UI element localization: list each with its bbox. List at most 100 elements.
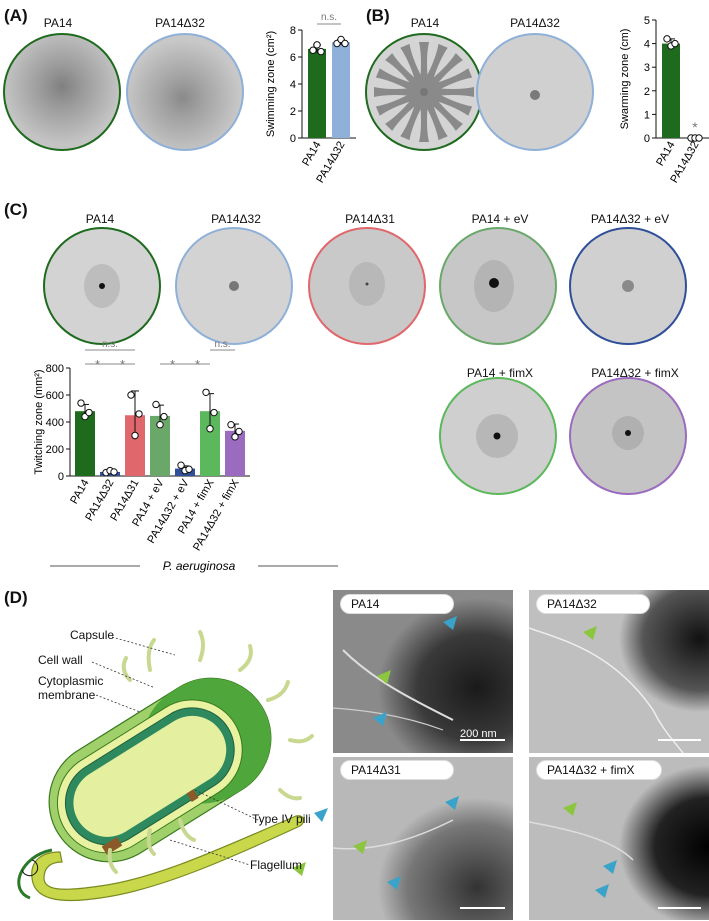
pili-arrow-icon <box>314 808 328 822</box>
panel-b-plates <box>365 33 594 151</box>
data-point <box>177 461 185 469</box>
panel-d-label: (D) <box>4 588 28 607</box>
y-tick-label: 3 <box>644 62 650 74</box>
species-label: P. aeruginosa <box>163 559 236 573</box>
data-point <box>202 388 210 396</box>
sig-label: n.s. <box>214 339 230 350</box>
y-axis-label: Swimming zone (cm²) <box>265 31 277 137</box>
data-point <box>131 431 139 440</box>
label-flagellum: Flagellum <box>250 858 303 872</box>
panel-a-plates <box>3 33 244 151</box>
bar <box>332 42 350 138</box>
y-tick-label: 8 <box>290 25 296 37</box>
bar <box>308 48 326 138</box>
x-tick-label: PA14 <box>654 140 677 169</box>
em-label-pa14: PA14 <box>340 594 454 614</box>
plate-label-a-d32: PA14Δ32 <box>155 16 205 30</box>
data-point <box>313 41 321 49</box>
plate-label-c-6: PA14 + fimX <box>466 366 534 380</box>
plate-label-a-pa14: PA14 <box>43 16 73 30</box>
x-tick-label: PA14 <box>68 478 91 507</box>
panel-c-label: (C) <box>4 200 28 219</box>
bar <box>662 43 680 138</box>
x-tick-label: PA14 <box>300 140 323 169</box>
sig-label: n.s. <box>102 339 118 350</box>
y-tick-label: 6 <box>290 52 296 64</box>
y-tick-label: 0 <box>644 133 650 145</box>
y-tick-label: 0 <box>58 471 64 483</box>
flagellum-shape <box>31 815 305 902</box>
sig-label: * <box>170 357 175 372</box>
data-point <box>309 46 317 54</box>
plate-label-c-2: PA14Δ32 <box>211 212 261 226</box>
data-point <box>231 433 239 441</box>
plate-label-c-3: PA14Δ31 <box>345 212 395 226</box>
y-axis-label: Swarming zone (cm) <box>619 29 631 130</box>
data-point <box>160 412 168 421</box>
bar <box>150 415 170 476</box>
data-point <box>127 391 135 399</box>
data-point <box>77 399 85 407</box>
sig-label: n.s. <box>321 12 337 23</box>
bar <box>125 415 145 476</box>
panel-a-label: (A) <box>4 6 28 25</box>
data-point <box>210 408 218 417</box>
plate-label-c-7: PA14Δ32 + fimX <box>591 366 679 380</box>
label-cytoplasmic: Cytoplasmic <box>38 674 104 688</box>
plate-label-b-pa14: PA14 <box>410 16 440 30</box>
em-d32-fimx <box>529 757 709 920</box>
label-capsule: Capsule <box>70 628 115 642</box>
data-point <box>227 421 235 429</box>
data-point <box>185 465 193 473</box>
swarm-tendrils <box>374 42 474 142</box>
data-point <box>317 47 325 56</box>
label-membrane: membrane <box>38 688 96 702</box>
bar <box>200 411 220 476</box>
em-label-d31: PA14Δ31 <box>340 760 454 780</box>
panel-c-plates <box>43 227 687 495</box>
x-tick-label: PA14Δ32 + fimX <box>191 477 242 553</box>
plate-label-c-1: PA14 <box>85 212 115 226</box>
em-pa14 <box>333 590 513 753</box>
sig-label: * <box>120 357 125 372</box>
em-label-d32-fimx: PA14Δ32 + fimX <box>536 760 662 780</box>
em-micrographs <box>333 590 709 920</box>
data-point <box>206 425 214 433</box>
data-point <box>135 410 143 418</box>
y-tick-label: 800 <box>46 363 64 375</box>
y-tick-label: 2 <box>290 106 296 118</box>
bar <box>75 411 95 476</box>
sig-label: * <box>692 119 698 135</box>
plate-label-b-d32: PA14Δ32 <box>510 16 560 30</box>
data-point <box>695 134 703 142</box>
data-point <box>110 468 118 476</box>
bar <box>225 430 245 476</box>
sig-label: * <box>195 357 200 372</box>
plate-a-d32 <box>126 33 244 151</box>
y-tick-label: 4 <box>290 79 296 91</box>
y-tick-label: 0 <box>290 133 296 145</box>
colony-dot <box>530 90 540 100</box>
flagellum-arrow-icon <box>292 862 306 876</box>
y-tick-label: 5 <box>644 15 650 27</box>
em-label-d32: PA14Δ32 <box>536 594 650 614</box>
sig-label: * <box>95 357 100 372</box>
panel-b-label: (B) <box>366 6 390 25</box>
data-point <box>152 400 160 409</box>
label-cell-wall: Cell wall <box>38 653 83 667</box>
data-point <box>85 408 93 417</box>
y-tick-label: 1 <box>644 109 650 121</box>
data-point <box>671 39 679 48</box>
y-tick-label: 400 <box>46 417 64 429</box>
plate-label-c-5: PA14Δ32 + eV <box>590 212 670 226</box>
data-point <box>156 421 164 429</box>
y-tick-label: 200 <box>46 444 64 456</box>
scale-bar-label: 200 nm <box>460 728 497 740</box>
data-point <box>235 427 243 436</box>
y-tick-label: 600 <box>46 390 64 402</box>
plate-label-c-4: PA14 + eV <box>471 212 529 226</box>
y-tick-label: 4 <box>644 39 650 51</box>
